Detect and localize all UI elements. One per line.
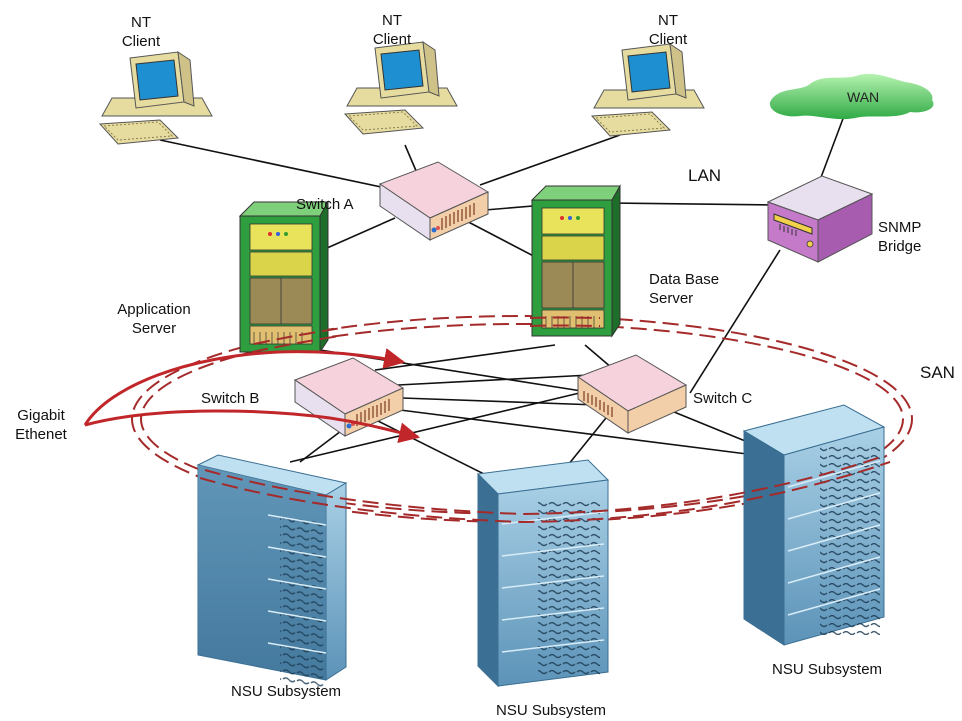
nt-client-2-label-line1: NT — [382, 12, 402, 29]
database-server-label: Data Base Server — [649, 270, 719, 308]
database-server — [530, 184, 621, 338]
san-ring-front — [199, 316, 891, 524]
wan-cloud — [769, 73, 934, 120]
gigabit-ethernet-label: Gigabit Ethenet — [2, 406, 80, 444]
snmp-bridge-label-line2: Bridge — [878, 238, 922, 255]
gigabit-arrow-upper — [83, 348, 406, 426]
switch-a-label: Switch A — [296, 196, 354, 213]
gigabit-arrow-lower — [84, 409, 421, 444]
nsu-subsystem-2-label: NSU Subsystem — [496, 702, 607, 719]
nsu-subsystem-3 — [742, 404, 886, 646]
nsu-subsystem-1 — [196, 454, 348, 691]
link-switch-a-dbserver-low — [454, 214, 546, 263]
link-dbserver-snmp — [609, 202, 776, 206]
nt-client-2-label: NT Client — [367, 11, 417, 49]
link-snmp-switch-c — [689, 249, 781, 394]
nt-client-3-label: NT Client — [643, 11, 693, 49]
link-switch-b-nsu1 — [299, 427, 346, 463]
link-client3-switch-a — [479, 134, 621, 186]
link-appserver-switch-a — [317, 217, 396, 253]
link-dbserver-switch-b — [374, 344, 556, 371]
link-switch-b-nsu3 — [399, 409, 756, 456]
switch-a — [378, 161, 490, 241]
link-switch-b-switch-c — [397, 374, 591, 386]
switch-c — [576, 354, 688, 434]
gigabit-ethernet-label-line1: Gigabit — [17, 407, 65, 424]
gigabit-ethernet-label-line2: Ethenet — [15, 426, 67, 443]
link-switch-b-switch-c-low — [401, 397, 599, 406]
link-client1-switch-a — [159, 139, 396, 191]
lan-label: LAN — [688, 166, 722, 185]
link-switch-c-nsu1 — [289, 389, 593, 463]
wan-label: WAN — [847, 89, 880, 105]
gigabit-arrows — [83, 348, 421, 444]
nt-client-3 — [590, 42, 705, 137]
san-label: SAN — [920, 363, 955, 382]
database-server-label-line1: Data Base — [649, 271, 720, 288]
snmp-bridge-label: SNMP Bridge — [878, 218, 921, 256]
snmp-bridge-label-line1: SNMP — [878, 219, 922, 236]
switch-b — [293, 357, 405, 437]
database-server-label-line2: Server — [649, 290, 694, 307]
application-server-label-line2: Server — [131, 320, 177, 337]
application-server — [238, 200, 329, 354]
application-server-label-line1: Application — [117, 301, 191, 318]
nsu-subsystem-2 — [476, 459, 610, 688]
switch-b-label: Switch B — [201, 390, 260, 407]
nt-client-2-label-line2: Client — [372, 31, 412, 48]
nsu-subsystem-1-label: NSU Subsystem — [231, 683, 342, 700]
network-links — [159, 99, 851, 493]
link-switch-c-nsu2 — [567, 412, 611, 466]
nt-client-3-label-line2: Client — [648, 31, 688, 48]
nt-client-3-label-line1: NT — [658, 12, 678, 29]
nt-client-1-label: NT Client — [116, 13, 166, 51]
snmp-bridge — [766, 175, 874, 263]
link-dbserver-switch-c — [584, 344, 613, 369]
application-server-label: Application Server — [104, 300, 204, 338]
nt-client-1 — [98, 50, 213, 145]
nt-client-1-label-line2: Client — [121, 33, 161, 50]
nt-client-1-label-line1: NT — [131, 14, 151, 31]
nt-client-2 — [343, 40, 458, 135]
nsu-subsystem-3-label: NSU Subsystem — [772, 661, 883, 678]
switch-c-label: Switch C — [693, 390, 753, 407]
